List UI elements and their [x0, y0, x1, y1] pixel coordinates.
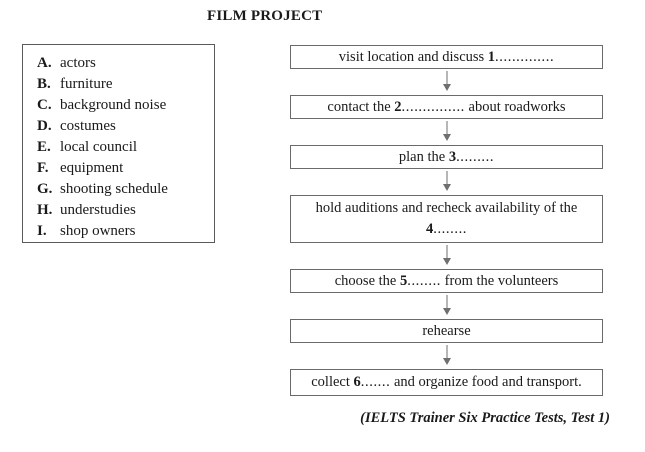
- arrow-head: [442, 84, 451, 91]
- flow-step[interactable]: collect 6....... and organize food and t…: [290, 369, 603, 396]
- flow-step-text: plan the: [398, 149, 449, 165]
- option-item[interactable]: C. background noise: [37, 95, 212, 116]
- blank-number: 4: [425, 221, 434, 237]
- arrow-shaft: [446, 295, 447, 313]
- answer-blank[interactable]: .........: [456, 149, 495, 165]
- option-letter: G.: [37, 181, 53, 197]
- option-label: local council: [60, 139, 138, 155]
- option-letter: A.: [37, 55, 52, 71]
- flow-step[interactable]: plan the 3.........: [290, 145, 603, 169]
- arrow-shaft: [446, 171, 447, 189]
- blank-number: 5: [399, 273, 408, 289]
- option-letter: D.: [37, 118, 52, 134]
- down-arrow-icon: [290, 343, 603, 369]
- option-letter: H.: [37, 202, 53, 218]
- flow-step-text-tail: and organize food and transport.: [390, 374, 582, 390]
- arrow-shaft: [446, 71, 447, 89]
- flowchart: visit location and discuss 1............…: [290, 45, 603, 396]
- arrow-shaft: [446, 245, 447, 263]
- flow-step-text: collect: [311, 374, 354, 390]
- flow-step-text: hold auditions and recheck availability …: [315, 200, 578, 216]
- arrow-head: [442, 258, 451, 265]
- option-label: background noise: [60, 97, 167, 113]
- option-item[interactable]: D. costumes: [37, 116, 212, 137]
- flow-step[interactable]: contact the 2............... about roadw…: [290, 95, 603, 119]
- arrow-head: [442, 184, 451, 191]
- flow-step-text: choose the: [334, 273, 400, 289]
- option-item[interactable]: E. local council: [37, 137, 212, 158]
- answer-blank[interactable]: ........: [433, 221, 468, 237]
- blank-number: 3: [448, 149, 457, 165]
- answer-blank[interactable]: .......: [360, 374, 391, 390]
- option-letter: B.: [37, 76, 51, 92]
- option-label: understudies: [60, 202, 136, 218]
- blank-number: 6: [353, 374, 361, 390]
- flow-step[interactable]: visit location and discuss 1............…: [290, 45, 603, 69]
- flow-step-text: contact the: [327, 99, 395, 115]
- option-letter: I.: [37, 223, 47, 239]
- option-item[interactable]: B. furniture: [37, 74, 212, 95]
- arrow-head: [442, 308, 451, 315]
- flow-step-text: visit location and discuss: [338, 49, 488, 65]
- option-label: shooting schedule: [60, 181, 168, 197]
- option-label: costumes: [60, 118, 116, 134]
- option-item[interactable]: I. shop owners: [37, 221, 212, 242]
- option-item[interactable]: H. understudies: [37, 200, 212, 221]
- down-arrow-icon: [290, 169, 603, 195]
- source-attribution: (IELTS Trainer Six Practice Tests, Test …: [360, 410, 610, 426]
- option-label: actors: [60, 55, 96, 71]
- arrow-head: [442, 134, 451, 141]
- flow-step-text-tail: about roadworks: [464, 99, 566, 115]
- flow-step[interactable]: hold auditions and recheck availability …: [290, 195, 603, 243]
- option-label: shop owners: [60, 223, 136, 239]
- arrow-shaft: [446, 121, 447, 139]
- flow-step[interactable]: choose the 5........ from the volunteers: [290, 269, 603, 293]
- arrow-shaft: [446, 345, 447, 363]
- option-label: furniture: [60, 76, 113, 92]
- option-letter: F.: [37, 160, 49, 176]
- option-item[interactable]: A. actors: [37, 53, 212, 74]
- option-item[interactable]: G. shooting schedule: [37, 179, 212, 200]
- flow-step-text: rehearse: [422, 323, 471, 339]
- answer-blank[interactable]: ...............: [401, 99, 465, 115]
- option-item[interactable]: F. equipment: [37, 158, 212, 179]
- down-arrow-icon: [290, 119, 603, 145]
- option-letter: C.: [37, 97, 52, 113]
- blank-number: 2: [394, 99, 402, 115]
- option-letter: E.: [37, 139, 51, 155]
- answer-blank[interactable]: ..............: [495, 49, 555, 65]
- down-arrow-icon: [290, 293, 603, 319]
- flow-step[interactable]: rehearse: [290, 319, 603, 343]
- blank-number: 1: [487, 49, 496, 65]
- flow-step-text-tail: from the volunteers: [441, 273, 559, 289]
- down-arrow-icon: [290, 243, 603, 269]
- page-title: FILM PROJECT: [207, 8, 323, 24]
- down-arrow-icon: [290, 69, 603, 95]
- option-label: equipment: [60, 160, 124, 176]
- arrow-head: [442, 358, 451, 365]
- answer-blank[interactable]: ........: [407, 273, 442, 289]
